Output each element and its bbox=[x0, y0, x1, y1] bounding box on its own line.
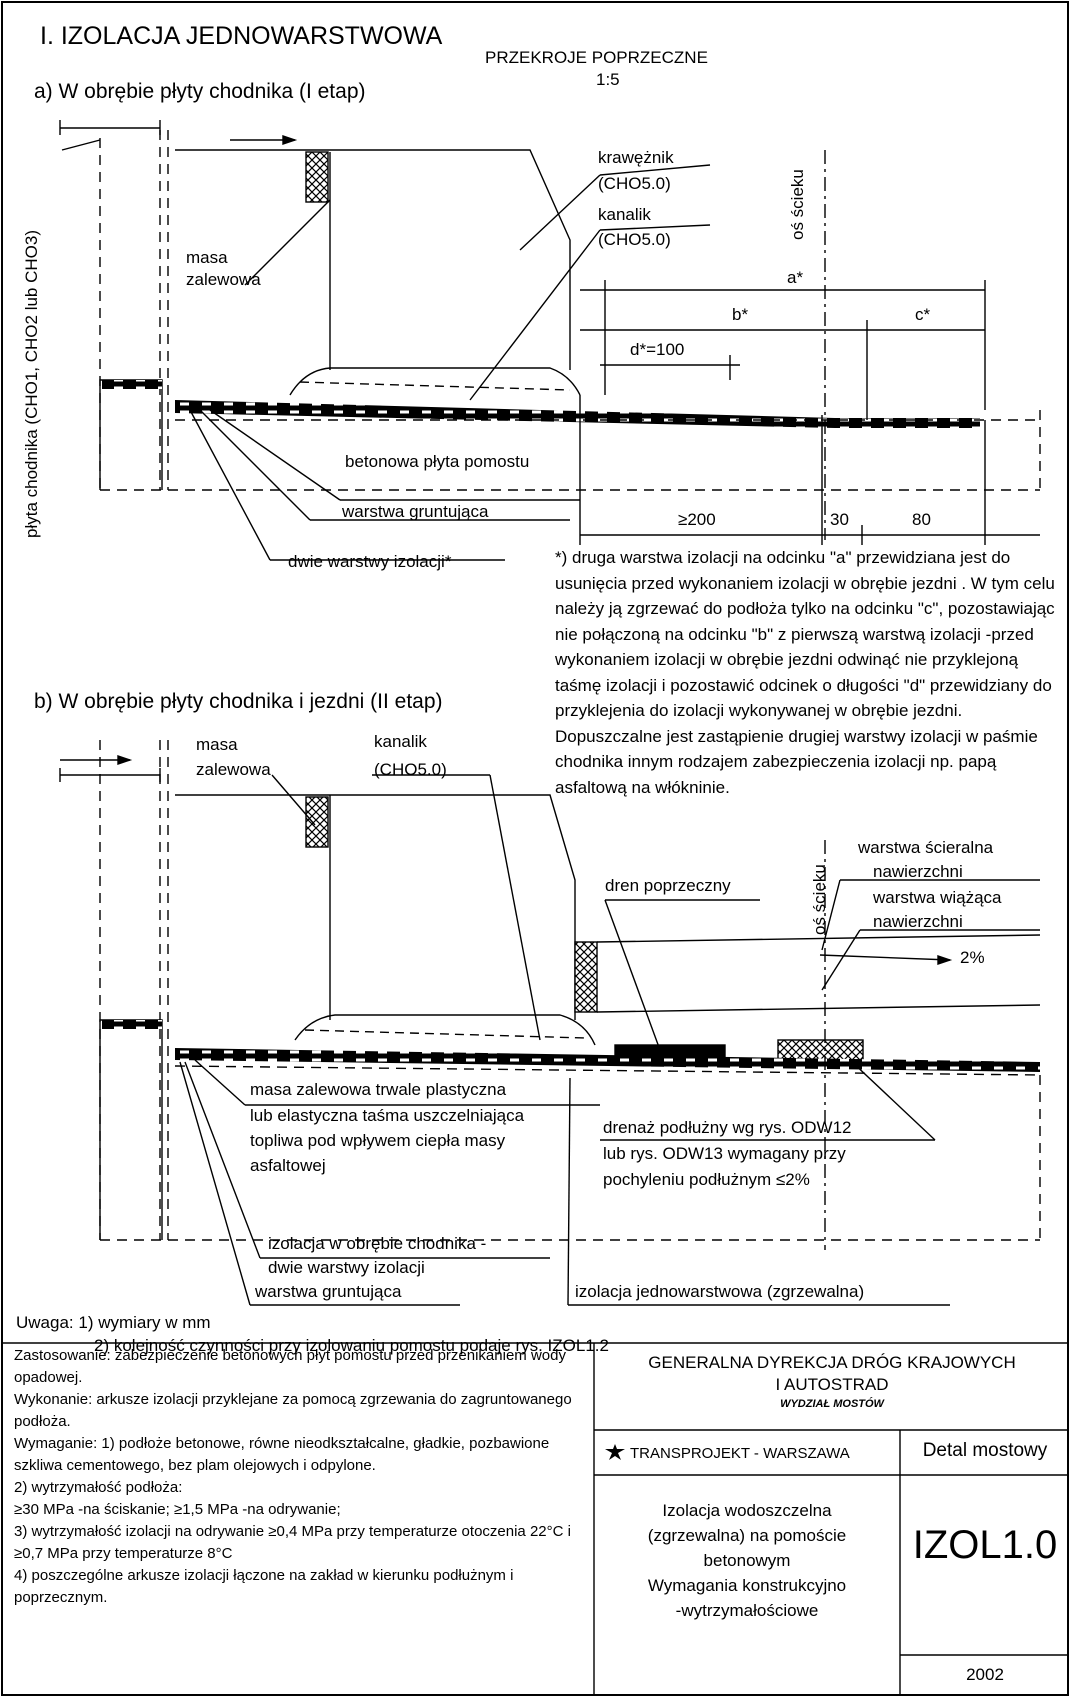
b-wiazaca-label-2: nawierzchni bbox=[873, 912, 963, 931]
b-kanalik-label: kanalik bbox=[374, 732, 427, 751]
sidewalk-slab-vertical-label: płyta chodnika (CHO1, CHO2 lub CHO3) bbox=[22, 229, 41, 538]
b-masa-plast-2: lub elastyczna taśma uszczelniająca bbox=[250, 1106, 525, 1125]
tb-desc-2: (zgrzewalna) na pomoście bbox=[647, 1526, 847, 1545]
b-kanalik-ref: (CHO5.0) bbox=[374, 760, 447, 779]
tb-desc-3: betonowym bbox=[703, 1551, 791, 1570]
footer-wykonanie: Wykonanie: arkusze izolacji przyklejane … bbox=[14, 1391, 572, 1430]
footer-zastosowanie: Zastosowanie: zabezpieczenie betonowych … bbox=[14, 1347, 566, 1386]
a-dim-a: a* bbox=[787, 268, 804, 287]
footer-text: Zastosowanie: zabezpieczenie betonowych … bbox=[14, 1345, 589, 1609]
footer-wymaganie-3: 3) wytrzymałość izolacji na odrywanie ≥0… bbox=[14, 1523, 571, 1562]
b-izol-chodnik-1: izolacja w obrębie chodnika - bbox=[268, 1234, 487, 1253]
tb-desc-4: Wymagania konstrukcyjno bbox=[647, 1576, 847, 1595]
tb-desc-1: Izolacja wodoszczelna bbox=[662, 1501, 832, 1520]
tb-org-line-2: I AUTOSTRAD bbox=[775, 1375, 889, 1394]
a-dim-80: 80 bbox=[912, 510, 931, 529]
a-masa-label-2: zalewowa bbox=[186, 270, 261, 289]
b-slope-label: 2% bbox=[960, 948, 985, 967]
note-2: 2) kolejność czynności przy izolowaniu p… bbox=[94, 1336, 609, 1355]
a-krawieznik-label: krawężnik bbox=[598, 148, 674, 167]
a-dim-200: ≥200 bbox=[678, 510, 716, 529]
footnote: *) druga warstwa izolacji na odcinku "a"… bbox=[555, 548, 1055, 797]
tb-year: 2002 bbox=[966, 1665, 1004, 1684]
b-izol-chodnik-2: dwie warstwy izolacji bbox=[268, 1258, 425, 1277]
footer-wymaganie-4: 4) poszczególne arkusze izolacji łączone… bbox=[14, 1567, 514, 1606]
tb-company: TRANSPROJEKT - WARSZAWA bbox=[604, 1443, 850, 1465]
title-block: GENERALNA DYREKCJA DRÓG KRAJOWYCH I AUTO… bbox=[594, 1343, 1070, 1697]
a-dim-c: c* bbox=[915, 305, 931, 324]
a-dwie-warstwy-label: dwie warstwy izolacji* bbox=[288, 552, 452, 571]
a-dim-30: 30 bbox=[830, 510, 849, 529]
a-krawieznik-ref: (CHO5.0) bbox=[598, 174, 671, 193]
section-a-heading: a) W obrębie płyty chodnika (I etap) bbox=[34, 80, 366, 103]
footer-grid bbox=[2, 1342, 1068, 1695]
section-b-drawing bbox=[59, 740, 1041, 1306]
b-scieralna-label-1: warstwa ścieralna bbox=[858, 838, 994, 857]
a-gruntujaca-label: warstwa gruntująca bbox=[342, 502, 489, 521]
tb-company-name: TRANSPROJEKT - WARSZAWA bbox=[630, 1444, 850, 1462]
a-kanalik-ref: (CHO5.0) bbox=[598, 230, 671, 249]
scale-label: 1:5 bbox=[596, 70, 620, 89]
b-drenaz-1: drenaż podłużny wg rys. ODW12 bbox=[603, 1118, 852, 1137]
b-os-scieku-label: oś ścieku bbox=[810, 864, 829, 935]
section-a-drawing bbox=[59, 120, 1041, 561]
footer-wymaganie-1: Wymaganie: 1) podłoże betonowe, równe ni… bbox=[14, 1435, 550, 1474]
footer-wymaganie-2-values: ≥30 MPa -na ściskanie; ≥1,5 MPa -na odry… bbox=[14, 1501, 341, 1518]
footer-wymaganie-2: 2) wytrzymałość podłoża: bbox=[14, 1479, 183, 1496]
b-drenaz-3: pochyleniu podłużnym ≤2% bbox=[603, 1170, 810, 1189]
b-masa-plast-3: topliwa pod wpływem ciepła masy bbox=[250, 1131, 506, 1150]
b-dren-label: dren poprzeczny bbox=[605, 876, 731, 895]
b-gruntujaca-label: warstwa gruntująca bbox=[255, 1282, 402, 1301]
b-masa-plast-4: asfaltowej bbox=[250, 1156, 326, 1175]
b-masa-label-1: masa bbox=[196, 735, 238, 754]
company-logo-icon bbox=[604, 1443, 626, 1465]
tb-code: IZOL1.0 bbox=[912, 1523, 1058, 1567]
a-masa-label-1: masa bbox=[186, 248, 228, 267]
a-dim-d: d*=100 bbox=[630, 340, 685, 359]
scale-title: PRZEKROJE POPRZECZNE bbox=[485, 48, 708, 67]
a-kanalik-label: kanalik bbox=[598, 205, 651, 224]
a-os-scieku-label: oś ścieku bbox=[788, 169, 807, 240]
tb-type: Detal mostowy bbox=[922, 1440, 1048, 1461]
tb-desc-5: -wytrzymałościowe bbox=[675, 1601, 819, 1620]
section-b-heading: b) W obrębie płyty chodnika i jezdni (II… bbox=[34, 690, 443, 713]
a-betonowa-label: betonowa płyta pomostu bbox=[345, 452, 530, 471]
tb-org-line-1: GENERALNA DYREKCJA DRÓG KRAJOWYCH bbox=[648, 1353, 1016, 1372]
b-jednowarstwowa-label: izolacja jednowarstwowa (zgrzewalna) bbox=[575, 1282, 865, 1301]
b-drenaz-2: lub rys. ODW13 wymagany przy bbox=[603, 1144, 846, 1163]
b-masa-plast-1: masa zalewowa trwale plastyczna bbox=[250, 1080, 507, 1099]
tb-desc: Izolacja wodoszczelna (zgrzewalna) na po… bbox=[594, 1498, 900, 1623]
tb-department: WYDZIAŁ MOSTÓW bbox=[780, 1398, 884, 1410]
b-masa-label-2: zalewowa bbox=[196, 760, 271, 779]
a-dim-b: b* bbox=[732, 305, 749, 324]
b-wiazaca-label-1: warstwa wiążąca bbox=[873, 888, 1002, 907]
page-title: I. IZOLACJA JEDNOWARSTWOWA bbox=[40, 22, 443, 50]
b-scieralna-label-2: nawierzchni bbox=[873, 862, 963, 881]
note-1: Uwaga: 1) wymiary w mm bbox=[16, 1313, 211, 1332]
